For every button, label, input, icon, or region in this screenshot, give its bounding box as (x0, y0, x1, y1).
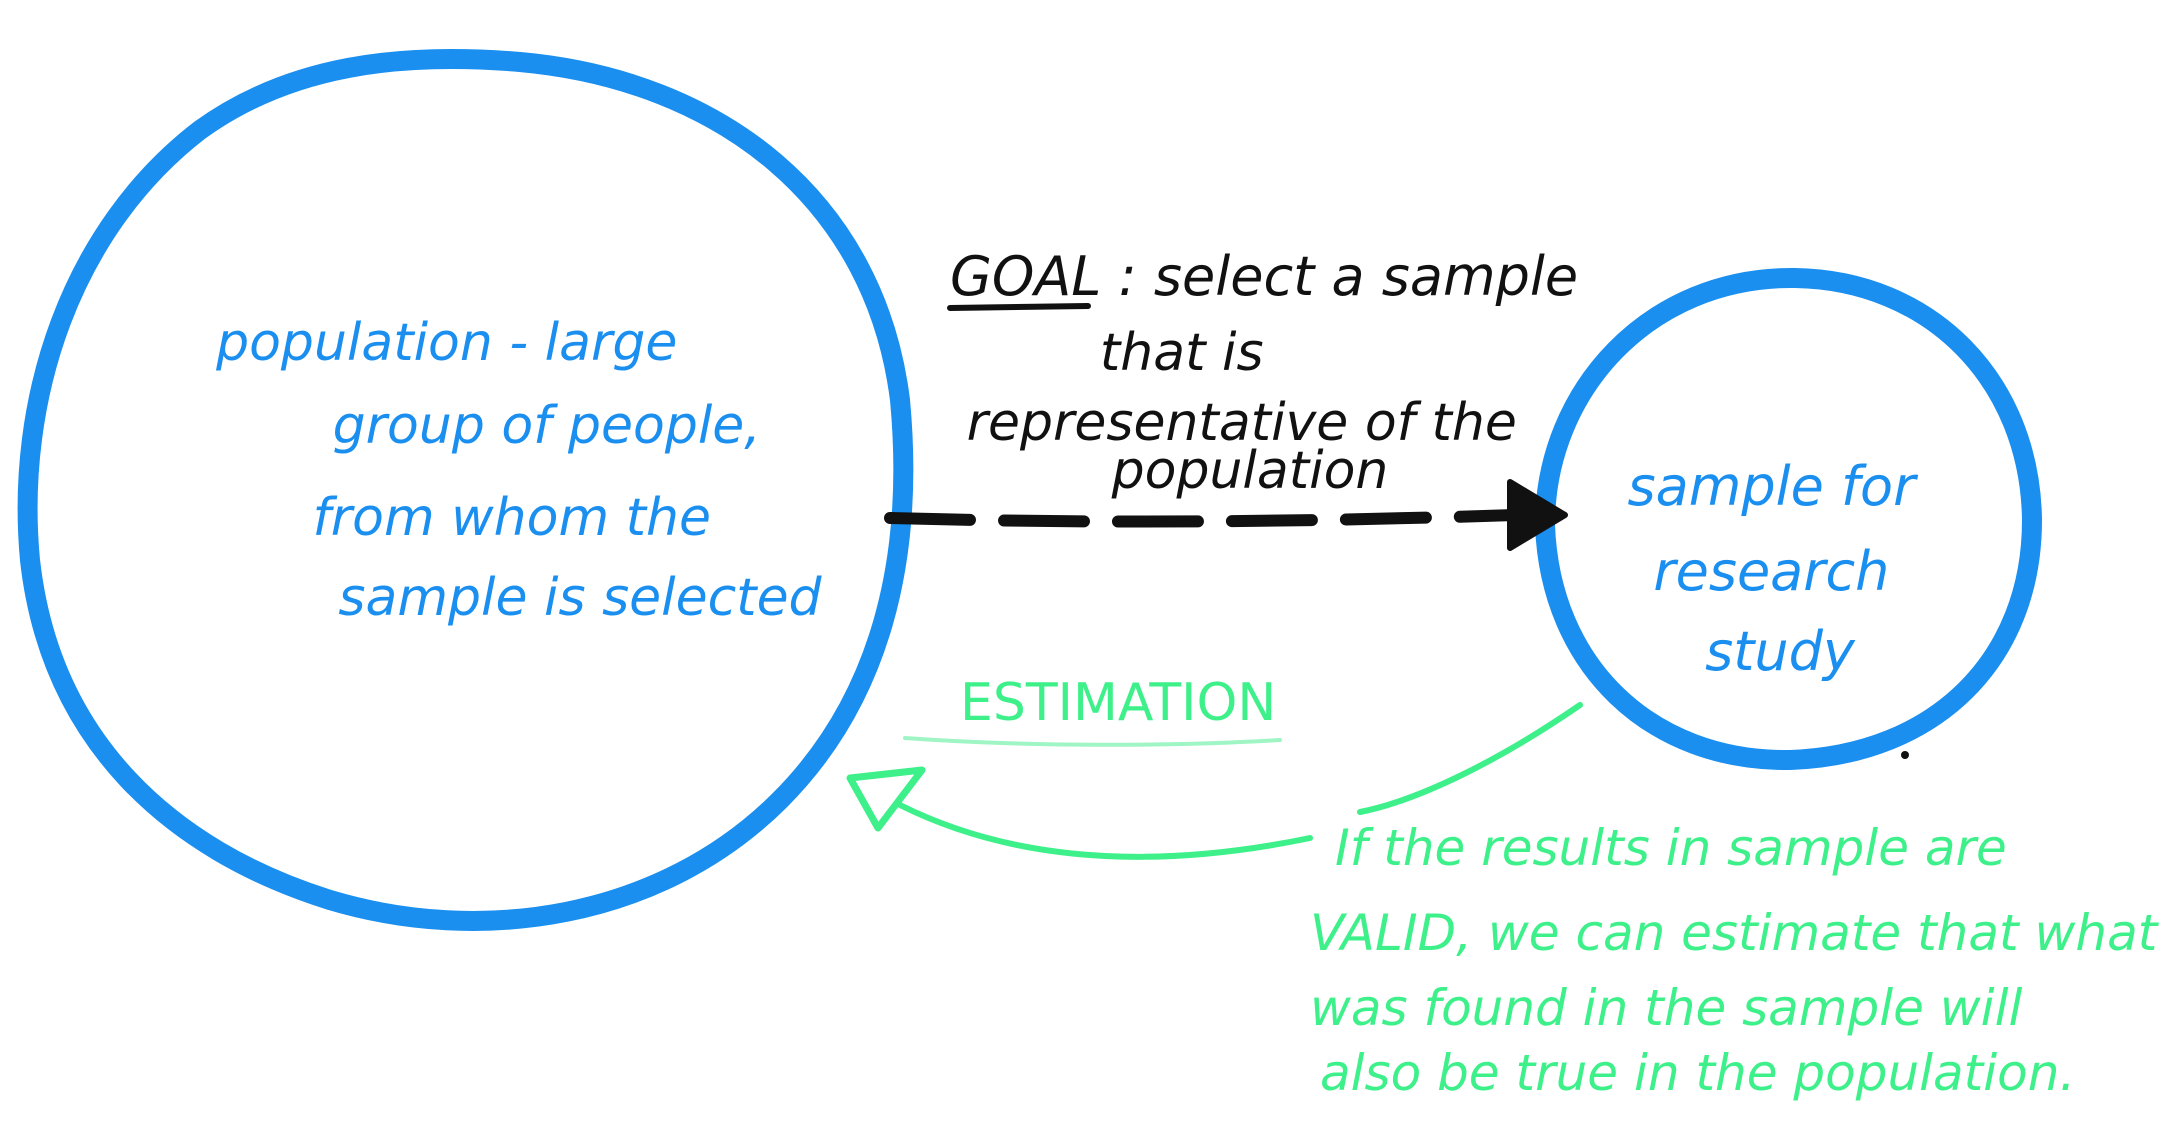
sample-line-1: sample for (1628, 455, 1919, 518)
estimation-label: ESTIMATION (960, 673, 1276, 733)
population-circle (17, 49, 914, 931)
population-line-4: sample is selected (338, 568, 822, 628)
ink-dot (1901, 751, 1909, 759)
goal-arrowhead (1507, 479, 1568, 551)
note-line-3: was found in the sample will (1310, 979, 2022, 1037)
goal-line-1-rest: : select a sample (1119, 245, 1579, 308)
sample-text: sample for research study (1628, 455, 1933, 683)
note-line-1: If the results in sample are (1335, 819, 2007, 877)
sample-line-3: study (1705, 620, 1856, 683)
population-text: population - large group of people, from… (215, 313, 822, 628)
note-line-2: VALID, we can estimate that what (1310, 904, 2160, 962)
goal-underline (947, 303, 1091, 311)
goal-text: that is representative of the population (967, 323, 1534, 501)
note-line-4: also be true in the population. (1320, 1044, 2075, 1102)
goal-line-2: that is (1100, 323, 1264, 383)
sample-line-2: research (1653, 540, 1889, 603)
estimation-arrow-line (897, 702, 1583, 860)
goal-line-3: representative of the (967, 393, 1517, 453)
validity-note: If the results in sample are VALID, we c… (1310, 819, 2164, 1102)
population-line-3: from whom the (312, 488, 711, 548)
goal-line-4: population (1111, 441, 1389, 501)
goal-dashed-arrow-line (884, 509, 1521, 528)
estimation-underline (903, 736, 1282, 747)
goal-keyword: GOAL (950, 245, 1101, 308)
population-line-2: group of people, (333, 396, 761, 456)
goal-title: GOAL : select a sample (950, 245, 1578, 308)
population-line-1: population - large (215, 313, 677, 373)
sample-circle (1535, 267, 2042, 771)
estimation-arrowhead (846, 766, 926, 832)
